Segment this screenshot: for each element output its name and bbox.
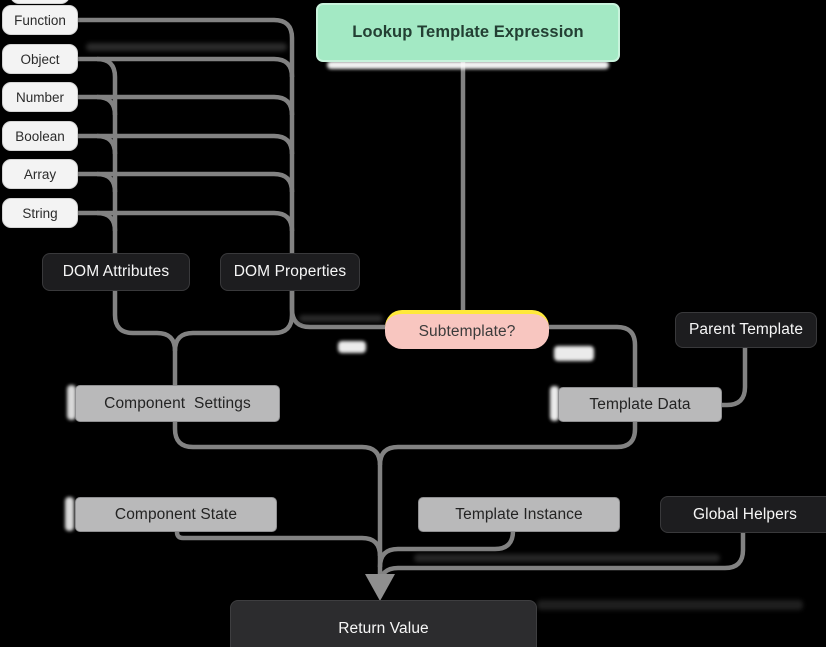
fork-object bbox=[96, 56, 118, 78]
node-dom-attributes: DOM Attributes bbox=[42, 253, 190, 291]
parent-template-to-template-data bbox=[722, 348, 748, 408]
node-lookup-template-expression: Lookup Template Expression bbox=[316, 3, 620, 62]
type-pill-partial bbox=[10, 0, 70, 4]
node-component-settings: Component Settings bbox=[75, 385, 280, 422]
template-data-merge bbox=[377, 421, 638, 466]
subtemplate-to-template-data bbox=[549, 324, 638, 387]
type-pill-function: Function bbox=[2, 5, 78, 35]
type-pill-object: Object bbox=[2, 44, 78, 74]
arrow-down-icon bbox=[365, 574, 395, 601]
connector-boolean bbox=[78, 133, 295, 155]
connector-array bbox=[78, 171, 295, 193]
node-template-instance: Template Instance bbox=[418, 497, 620, 532]
node-dom-properties: DOM Properties bbox=[220, 253, 360, 291]
connector-number bbox=[78, 94, 295, 116]
node-return-value: Return Value bbox=[230, 600, 537, 647]
type-pill-string: String bbox=[2, 198, 78, 228]
fork-string bbox=[96, 210, 118, 232]
connector-object bbox=[78, 56, 295, 78]
fork-array bbox=[96, 171, 118, 193]
node-parent-template: Parent Template bbox=[675, 312, 817, 348]
component-state-join bbox=[174, 531, 383, 557]
template-instance-join bbox=[377, 530, 516, 568]
global-helpers-join bbox=[377, 533, 746, 587]
connector-string bbox=[78, 210, 295, 232]
type-pill-array: Array bbox=[2, 159, 78, 189]
dom-attributes-out bbox=[112, 291, 178, 385]
node-subtemplate: Subtemplate? bbox=[385, 310, 549, 349]
fork-number bbox=[96, 94, 118, 116]
node-component-state: Component State bbox=[75, 497, 277, 532]
node-template-data: Template Data bbox=[558, 387, 722, 422]
dom-properties-to-subtemplate bbox=[289, 291, 385, 330]
node-global-helpers: Global Helpers bbox=[660, 496, 826, 533]
fork-boolean bbox=[96, 133, 118, 155]
connector-function bbox=[78, 17, 295, 253]
dom-properties-out bbox=[172, 291, 295, 352]
type-pill-number: Number bbox=[2, 82, 78, 112]
type-pill-boolean: Boolean bbox=[2, 121, 78, 151]
